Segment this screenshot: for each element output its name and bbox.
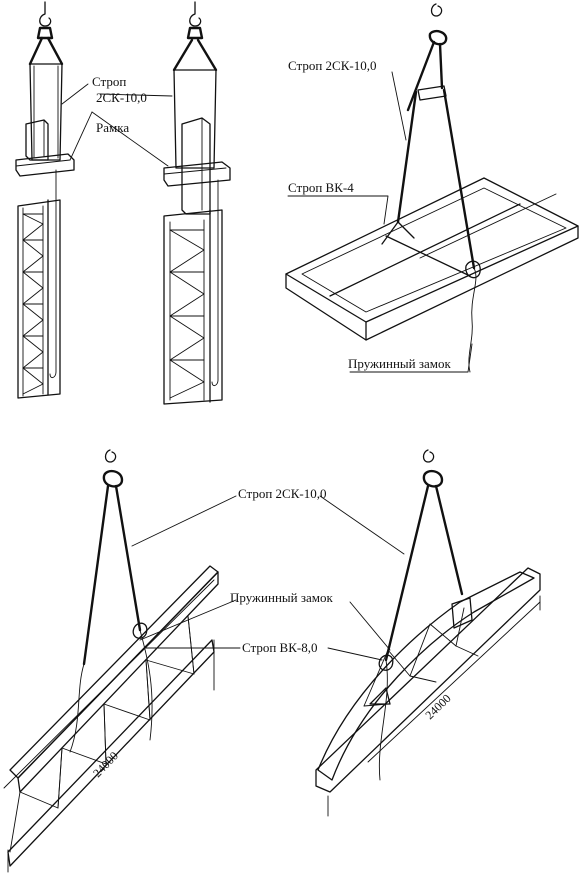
label-spring-lock-top: Пружинный замок (348, 356, 451, 371)
crane-hook-icon (432, 4, 442, 16)
label-strop-vk4: Строп ВК-4 (288, 180, 354, 195)
shackle-icon (430, 31, 446, 44)
column-lift-right (164, 2, 230, 404)
shackle-icon (38, 28, 52, 38)
dimension-right: 24000 (422, 691, 453, 722)
dimension-left: 24000 (90, 749, 121, 780)
shackle-icon (424, 471, 442, 486)
column-lift-left (16, 2, 74, 398)
label-spring-lock-bottom: Пружинный замок (230, 590, 333, 605)
crane-hook-icon (424, 450, 434, 462)
frame-ramka (164, 162, 230, 186)
leaders-top-right (288, 72, 472, 372)
leaders-bottom-right (328, 602, 390, 660)
leaders-bottom-left (132, 496, 404, 648)
crane-hook-icon (106, 450, 116, 462)
crane-hook-icon (190, 2, 201, 26)
label-strop-2sk-top-right: Строп 2СК-10,0 (288, 58, 376, 73)
arched-truss-lift (316, 450, 540, 816)
label-strop-vk8: Строп ВК-8,0 (242, 640, 317, 655)
parallel-truss-lift (4, 450, 218, 872)
crane-hook-icon (40, 2, 51, 26)
shackle-icon (188, 28, 202, 38)
leaders-top-left (62, 84, 172, 166)
slab-lift (286, 4, 578, 372)
frame-ramka (16, 154, 74, 176)
label-strop-2sk-bottom: Строп 2СК-10,0 (238, 486, 326, 501)
label-strop-2sk-top-left-1: Строп (92, 74, 126, 89)
label-ramka: Рамка (96, 120, 129, 135)
shackle-icon (104, 471, 122, 486)
label-strop-2sk-top-left-2: 2СК-10,0 (96, 90, 147, 105)
